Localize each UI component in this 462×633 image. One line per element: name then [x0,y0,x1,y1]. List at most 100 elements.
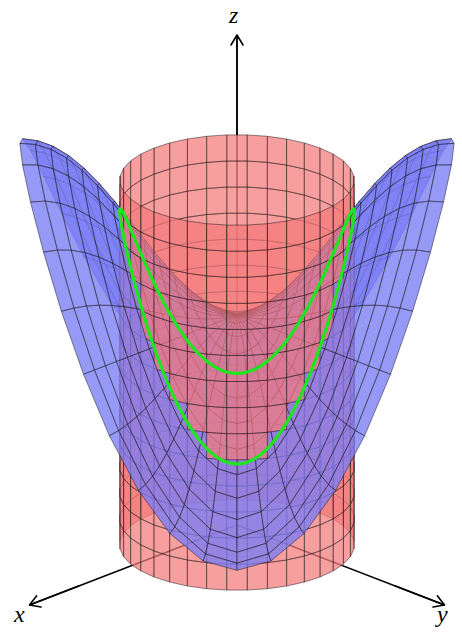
surface-patch [436,143,454,165]
cylinder-patch [187,162,206,191]
surface-patch [400,250,430,311]
axis-arrowhead [30,596,41,607]
cylinder-patch [207,161,227,188]
cylinder-patch [287,165,305,195]
cylinder-patch [207,328,227,355]
cylinder-patch [170,191,188,221]
surface-patch [30,201,57,252]
surface-patch [417,201,444,252]
cylinder-patch [333,199,343,232]
cylinder-patch [187,560,206,589]
cylinder-patch [247,135,267,162]
cylinder-patch [170,243,188,273]
cylinder-patch [207,406,227,433]
cylinder-patch [207,302,227,329]
cylinder-patch [207,380,227,407]
cylinder-patch [304,238,320,269]
cylinder-patch [187,351,206,380]
cylinder-patch [187,377,206,406]
cylinder-patch [187,221,206,250]
cylinder-patch [304,143,320,174]
cylinder-patch [333,154,343,187]
cylinder-patch [287,243,305,273]
surface-patch [138,484,174,533]
cylinder-patch [247,187,267,214]
axis-label: z [229,3,238,27]
cylinder-patch [141,206,154,238]
surface-patch [44,250,74,311]
cylinder-patch [287,243,305,273]
cylinder-patch [170,556,188,586]
axis-label: y [437,602,448,626]
surface-patch [20,143,38,165]
cylinder-patch [187,247,206,276]
axis-label: x [14,602,25,626]
cylinder-patch [170,165,188,195]
cylinder-patch [267,136,286,165]
cylinder-patch [227,135,247,161]
cylinder-patch [207,250,227,277]
cylinder-patch [320,148,333,180]
cylinder-patch [227,355,247,381]
cylinder-patch [154,551,170,582]
cylinder-patch [287,347,305,377]
cylinder-patch [267,560,286,589]
cylinder-patch [287,269,305,299]
cylinder-patch [287,373,305,403]
cylinder-patch [304,316,320,347]
cylinder-patch [187,299,206,328]
cylinder-patch [170,269,188,299]
cylinder-patch [287,348,305,378]
cylinder-patch [187,273,206,302]
cylinder-patch [187,136,206,165]
cylinder-patch [227,225,247,251]
intersection-curve [120,209,355,464]
cylinder-patch [207,224,227,251]
cylinder-patch [170,243,188,273]
cylinder-patch [247,224,267,251]
cylinder-patch [141,148,154,180]
cylinder-patch [154,316,170,347]
cylinder-patch [170,373,188,403]
surface-patch [23,165,46,202]
cylinder-patch [304,169,320,200]
cylinder-patch [287,269,305,299]
surface-patch [83,370,118,436]
cylinder-patch [131,199,141,232]
cylinder-patch [170,217,188,247]
cylinder-patch [287,374,305,404]
cylinder-patch [267,299,286,328]
cylinder-patch [304,212,320,243]
cylinder-patch [267,221,286,250]
cylinder-patch [207,187,227,214]
cylinder-patch [267,273,286,302]
surface-patch [61,308,94,374]
cylinder-patch [267,247,286,276]
surface-patch [269,527,305,561]
axis-arrowhead [231,35,243,45]
cylinder-patch [227,434,247,460]
cylinder-patch [287,139,305,169]
cylinder-patch [187,188,206,217]
surface-patch [429,165,452,202]
cylinder-patch [247,328,267,355]
cylinder-patch [247,302,267,329]
cylinder-patch [154,212,170,243]
cylinder-patch [267,188,286,217]
surface-patch [170,527,206,561]
cylinder-patch [227,408,247,434]
cylinder-patch [154,290,170,321]
z-axis [236,35,238,135]
cylinder-patch [170,374,188,404]
cylinder-patch [227,161,247,187]
cylinder-patch [304,290,320,321]
cylinder-patch [287,217,305,247]
cylinder-patch [170,348,188,378]
cylinder-patch [227,329,247,355]
cylinder-patch [267,377,286,406]
cylinder-patch [247,406,267,433]
cylinder-patch [131,154,141,187]
cylinder-patch [267,162,286,191]
cylinder-patch [287,217,305,247]
